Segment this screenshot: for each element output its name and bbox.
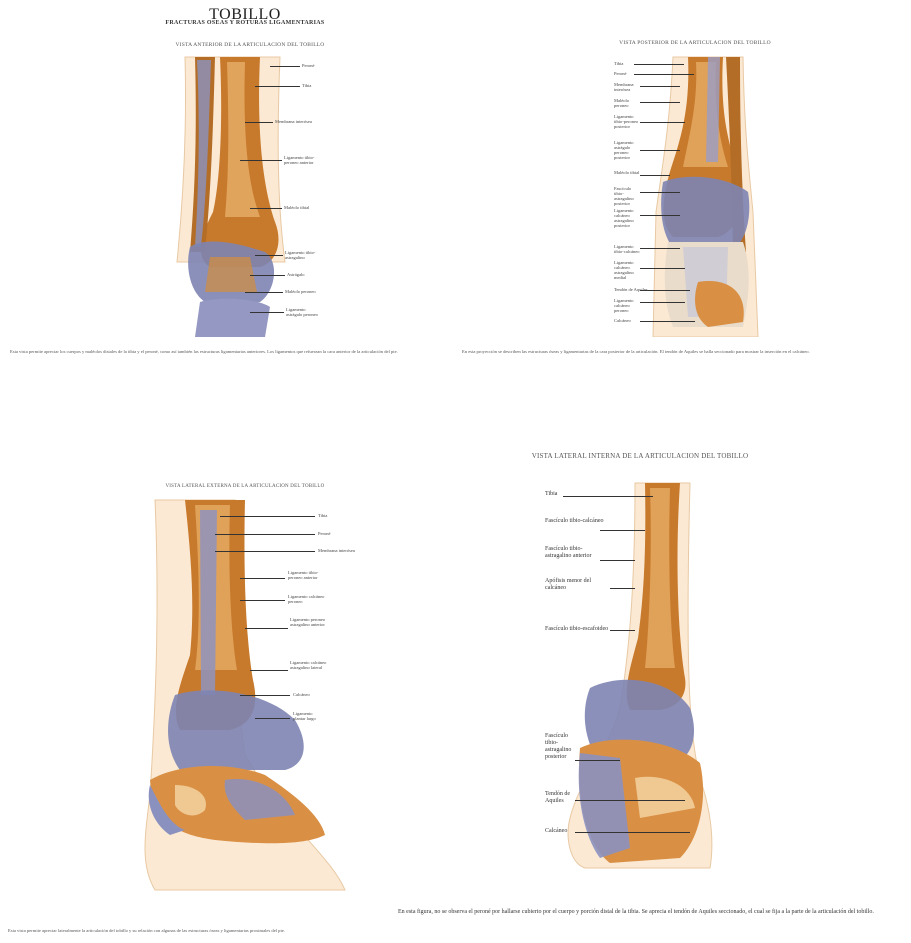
page-subtitle: FRACTURAS OSEAS Y ROTURAS LIGAMENTARIAS xyxy=(0,20,490,26)
posterior-label: Ligamento tibio-calcáneo xyxy=(614,244,640,254)
posterior-ankle-illustration xyxy=(648,52,763,337)
anterior-caption: VISTA ANTERIOR DE LA ARTICULACION DEL TO… xyxy=(150,42,350,48)
posterior-label: Maléolo tibial xyxy=(614,170,640,175)
lateral-externa-label: Calcáneo xyxy=(293,692,310,697)
posterior-label: Ligamento tibio-peroneo posterior xyxy=(614,114,640,129)
anterior-ankle-illustration xyxy=(165,52,295,337)
anterior-label: Peroné xyxy=(302,63,315,68)
lateral-externa-label: Ligamento tibio-peroneo anterior xyxy=(288,570,328,580)
anterior-label: Membrana interósea xyxy=(275,119,312,124)
lateral-interna-description: En esta figura, no se observa el peroné … xyxy=(398,908,888,916)
posterior-caption: VISTA POSTERIOR DE LA ARTICULACION DEL T… xyxy=(600,40,790,46)
lateral-interna-label: Fascículo tibio-escafoideo xyxy=(545,626,608,633)
posterior-description: En esta proyección se describen las estr… xyxy=(462,349,907,355)
posterior-label: Membrana interósea xyxy=(614,82,640,92)
lateral-externa-label: Ligamento calcáneo astragalino lateral xyxy=(290,660,330,670)
posterior-label: Ligamento calcáneo astragalino medial xyxy=(614,260,640,280)
posterior-label: Maléolo peroneo xyxy=(614,98,640,108)
lateral-externa-label: Tibia xyxy=(318,513,327,518)
posterior-label: Ligamento calcáneo astragalino posterior xyxy=(614,208,640,228)
lateral-externa-description: Esta vista permite apreciar lateralmente… xyxy=(8,928,398,934)
anterior-label: Maléolo tibial xyxy=(284,205,309,210)
lateral-externa-label: Ligamento peroneo astragalino anterior xyxy=(290,617,330,627)
anterior-label: Maléolo peroneo xyxy=(285,289,316,294)
posterior-label: Tendón de Aquiles xyxy=(614,287,648,292)
lateral-interna-label: Fascículo tibio-calcáneo xyxy=(545,518,605,525)
posterior-label: Ligamento astrágalo peroneo posterior xyxy=(614,140,640,160)
posterior-label: Fascículo tibio-astragalino posterior xyxy=(614,186,640,206)
lateral-interna-label: Fascículo tibio-astragalino posterior xyxy=(545,733,575,761)
anterior-label: Ligamento tibio-astragalino xyxy=(285,250,319,260)
posterior-label: Tibia xyxy=(614,61,623,66)
anterior-label: Ligamento tibio-peroneo anterior xyxy=(284,155,324,165)
anterior-label: Ligamento astrágalo peroneo xyxy=(286,307,320,317)
anterior-label: Astrágalo xyxy=(287,272,305,277)
lateral-interna-label: Tibia xyxy=(545,491,557,498)
lateral-interna-caption: VISTA LATERAL INTERNA DE LA ARTICULACION… xyxy=(495,452,785,460)
anterior-description: Esta vista permite apreciar los cuerpos … xyxy=(10,349,450,355)
lateral-externa-label: Membrana interósea xyxy=(318,548,355,553)
posterior-label: Calcáneo xyxy=(614,318,631,323)
lateral-interna-label: Tendón de Aquiles xyxy=(545,791,575,805)
lateral-externa-label: Ligamento calcáneo peroneo xyxy=(288,594,328,604)
lateral-interna-ankle-illustration xyxy=(560,478,720,873)
lateral-externa-label: Ligamento plantar largo xyxy=(293,711,323,721)
lateral-externa-label: Peroné xyxy=(318,531,331,536)
posterior-label: Peroné xyxy=(614,71,627,76)
posterior-label: Ligamento calcáneo peroneo xyxy=(614,298,640,313)
lateral-interna-label: Apófisis menor del calcáneo xyxy=(545,578,613,592)
lateral-externa-caption: VISTA LATERAL EXTERNA DE LA ARTICULACION… xyxy=(135,484,355,489)
lateral-interna-label: Fascículo tibio-astragalino anterior xyxy=(545,546,605,560)
lateral-interna-label: Calcáneo xyxy=(545,828,567,835)
anterior-label: Tibia xyxy=(302,83,311,88)
